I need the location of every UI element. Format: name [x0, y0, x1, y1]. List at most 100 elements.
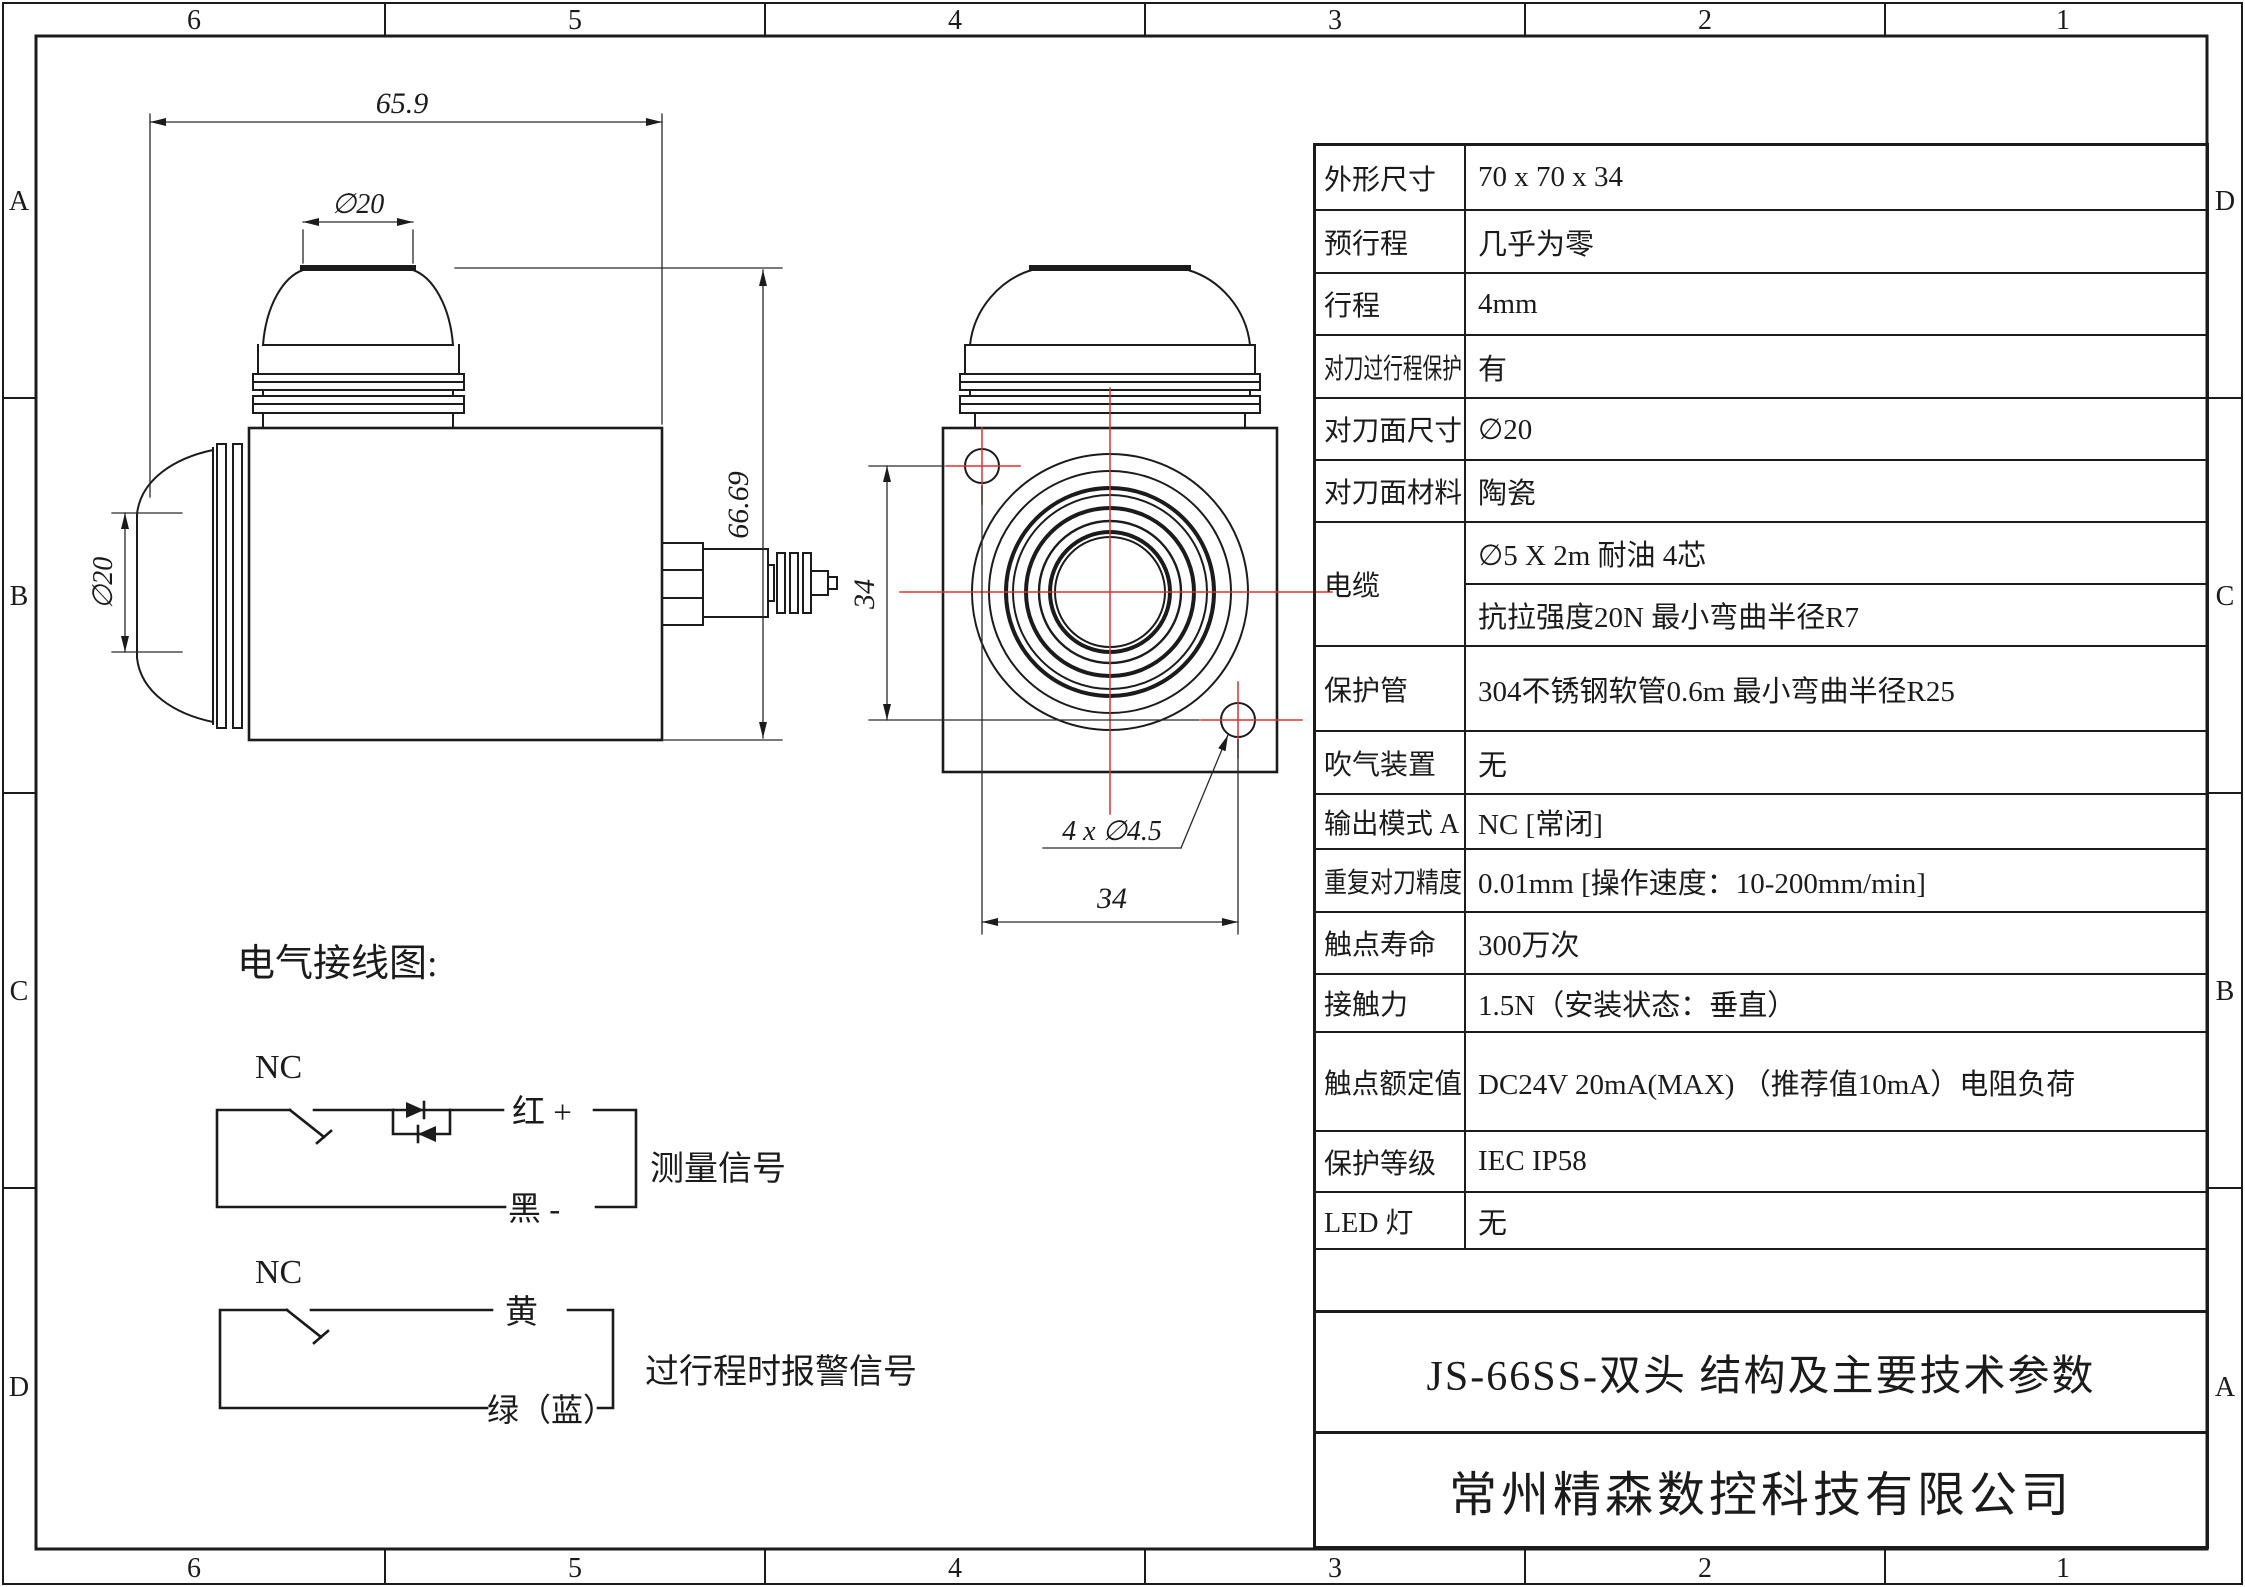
zone-col-label: 2 [1698, 5, 1712, 36]
spec-row: 对刀面材料陶瓷 [1316, 459, 2206, 521]
spec-label-cell: 重复对刀精度 [1316, 850, 1466, 911]
wire-label-green-blue: 绿（蓝） [487, 1392, 615, 1428]
spec-label: 触点寿命 [1324, 930, 1437, 961]
zone-row-label: B [2216, 976, 2235, 1007]
spec-row: 行程 4mm [1316, 272, 2206, 334]
spec-label-cell: 对刀过行程保护 [1316, 336, 1466, 397]
spec-value-cell: 70 x 70 x 34 [1478, 161, 1623, 193]
wire-label-black: 黑 - [508, 1192, 560, 1228]
spec-row: 保护等级 IEC IP58 [1316, 1130, 2206, 1191]
spec-value-cell: 304不锈钢软管0.6m 最小弯曲半径R25 [1478, 675, 1955, 708]
zone-col-label: 4 [948, 1553, 962, 1584]
wire-label-yellow: 黄 [505, 1294, 538, 1331]
spec-value-cell: 0.01mm [操作速度：10-200mm/min] [1478, 867, 1926, 900]
wiring-title: 电气接线图: [237, 943, 438, 985]
front-view-centerlines [899, 387, 1333, 815]
zone-col-label: 3 [1328, 5, 1342, 36]
zone-col-label: 6 [187, 1553, 201, 1584]
side-view-dimensions: 65.9 ∅20 66.69 ∅20 [88, 87, 783, 741]
spec-value-cell: 无 [1478, 1207, 1508, 1240]
zone-row-label: C [2216, 581, 2235, 612]
spec-row-empty [1316, 1248, 2206, 1310]
zone-col-label: 1 [2056, 1553, 2070, 1584]
spec-row: 预行程 几乎为零 [1316, 209, 2206, 272]
spec-value-cell: 300万次 [1478, 930, 1580, 962]
wiring-circuit-alarm: NC 黄 绿（蓝） 过行程时报警信号 [218, 1254, 917, 1428]
spec-row: 对刀过行程保护有 [1316, 334, 2206, 397]
signal-label-measure: 测量信号 [650, 1150, 786, 1188]
spec-label-cell: 保护等级 [1316, 1132, 1466, 1191]
dim-cap-diameter: ∅20 [332, 189, 384, 220]
wire-label-red: 红 + [512, 1094, 572, 1131]
zone-row-label: C [10, 976, 29, 1007]
spec-label: 重复对刀精度 [1324, 867, 1462, 899]
spec-row: 输出模式 A NC [常闭] [1316, 793, 2206, 848]
zone-col-label: 5 [568, 5, 582, 36]
spec-label-cell: 触点寿命 [1316, 913, 1466, 973]
spec-label: 外形尺寸 [1324, 164, 1437, 196]
zone-row-label: A [2215, 1372, 2236, 1403]
spec-label: 保护等级 [1324, 1148, 1437, 1180]
spec-value-cell: 陶瓷 [1478, 478, 1537, 510]
spec-label-cell: 触点额定值 [1316, 1033, 1466, 1130]
spec-label-cell: 电缆 [1316, 523, 1466, 645]
zone-row-label: D [2215, 186, 2235, 217]
wiring-diagram: 电气接线图: NC 红 + 黑 - 测量信号 NC [215, 943, 917, 1428]
wiring-circuit-measure: NC 红 + 黑 - 测量信号 [215, 1049, 786, 1228]
spec-label-cell: 外形尺寸 [1316, 146, 1466, 209]
spec-label: 预行程 [1324, 228, 1409, 260]
zone-row-label: A [9, 186, 30, 217]
spec-value-cell: ∅20 [1478, 413, 1533, 446]
zone-col-label: 6 [187, 5, 201, 36]
contact-type-label: NC [255, 1049, 302, 1086]
spec-row: 触点寿命 300万次 [1316, 911, 2206, 973]
spec-row: 对刀面尺寸 ∅20 [1316, 397, 2206, 459]
spec-label: 对刀过行程保护 [1324, 353, 1462, 385]
zone-col-label: 4 [948, 5, 962, 36]
zone-row-label: D [9, 1372, 29, 1403]
title-block: JS-66SS-双头 结构及主要技术参数 [1316, 1310, 2206, 1431]
zone-col-label: 3 [1328, 1553, 1342, 1584]
spec-label: 输出模式 A [1324, 808, 1460, 840]
spec-row: 吹气装置 无 [1316, 730, 2206, 793]
spec-value-cell: IEC IP58 [1478, 1145, 1587, 1177]
spec-label-cell: LED 灯 [1316, 1193, 1466, 1248]
spec-label: 保护管 [1324, 675, 1409, 707]
zone-col-label: 5 [568, 1553, 582, 1584]
spec-label-cell: 预行程 [1316, 211, 1466, 272]
spec-value-cell: 4mm [1478, 287, 1538, 320]
spec-label: 吹气装置 [1324, 749, 1437, 781]
spec-label-cell: 接触力 [1316, 975, 1466, 1031]
signal-label-alarm: 过行程时报警信号 [645, 1353, 917, 1391]
side-view [136, 265, 838, 742]
zone-row-label: B [10, 581, 29, 612]
dim-hole-spacing-v: 34 [848, 579, 881, 610]
contact-type-label: NC [255, 1254, 302, 1291]
spec-row: 重复对刀精度 0.01mm [操作速度：10-200mm/min] [1316, 848, 2206, 911]
spec-label-cell: 吹气装置 [1316, 732, 1466, 793]
front-view-dimensions: 34 34 4 x ∅4.5 [848, 465, 1239, 935]
spec-label: 对刀面尺寸 [1324, 416, 1463, 447]
spec-value-cell: 几乎为零 [1478, 228, 1595, 261]
zone-col-label: 1 [2056, 5, 2070, 36]
spec-label: 对刀面材料 [1324, 478, 1463, 509]
spec-label: 行程 [1324, 291, 1381, 322]
spec-label-cell: 保护管 [1316, 647, 1466, 730]
spec-label: 电缆 [1324, 571, 1381, 602]
spec-row: LED 灯 无 [1316, 1191, 2206, 1248]
zone-col-label: 2 [1698, 1553, 1712, 1584]
spec-value-cell: 无 [1478, 749, 1508, 782]
drawing-title: JS-66SS-双头 结构及主要技术参数 [1426, 1353, 2096, 1400]
dim-hole-spacing-h: 34 [1096, 882, 1127, 915]
spec-value-cell: DC24V 20mA(MAX) （推荐值10mA）电阻负荷 [1478, 1068, 2076, 1101]
spec-value-cell: 抗拉强度20N 最小弯曲半径R7 [1466, 583, 2206, 645]
spec-value-cell: NC [常闭] [1478, 808, 1603, 841]
spec-label: LED 灯 [1324, 1207, 1414, 1239]
spec-row: 触点额定值 DC24V 20mA(MAX) （推荐值10mA）电阻负荷 [1316, 1031, 2206, 1130]
company-block: 常州精森数控科技有限公司 [1316, 1431, 2206, 1546]
spec-label-cell: 对刀面尺寸 [1316, 399, 1466, 459]
